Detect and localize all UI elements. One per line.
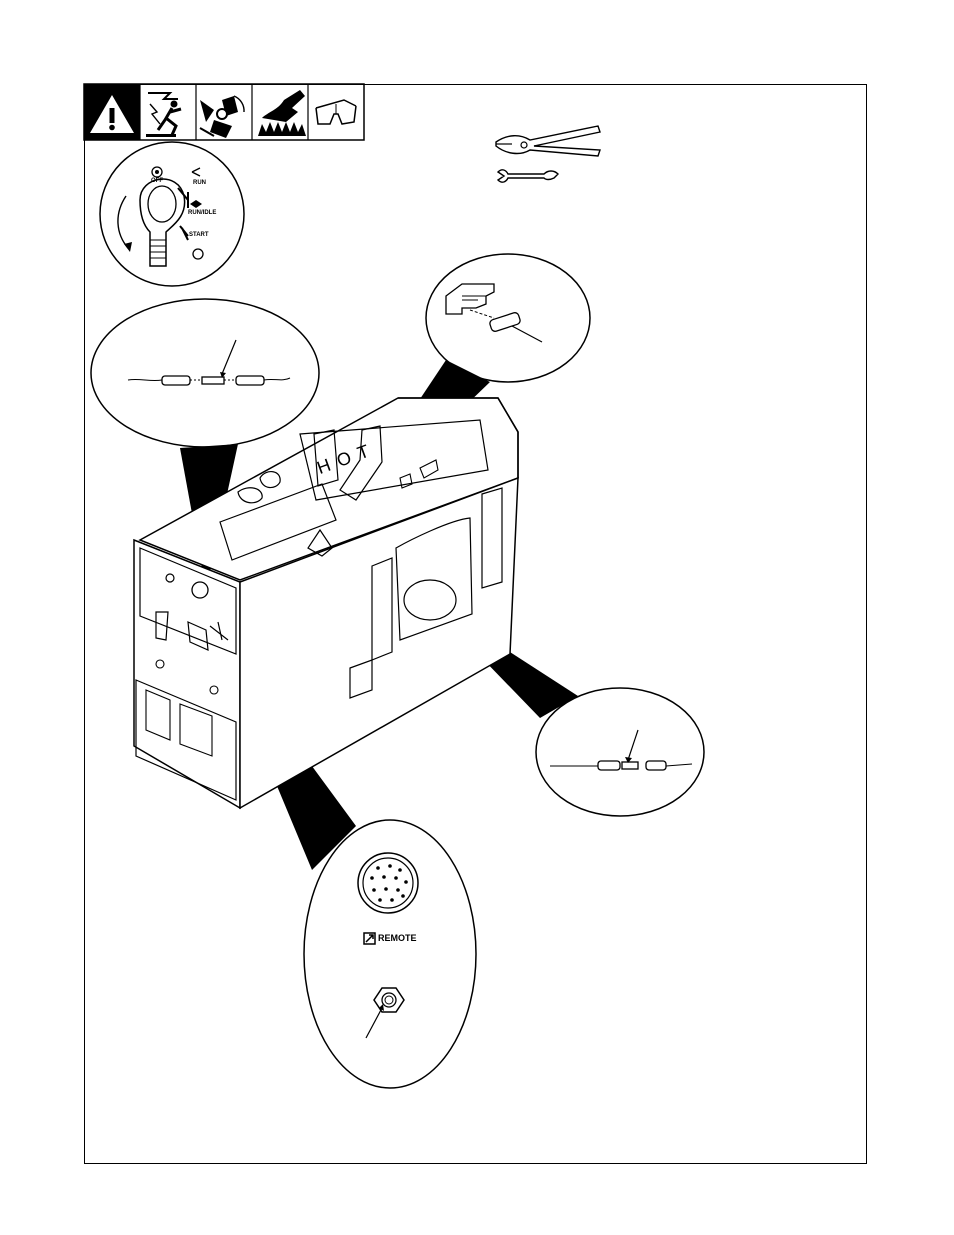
remote-label: REMOTE: [378, 933, 417, 943]
fuse-callout-left: [91, 299, 319, 447]
wrench-icon: [498, 170, 558, 182]
electric-shock-icon: [146, 93, 181, 137]
remote-callout: [304, 820, 476, 1088]
safety-symbols: [84, 84, 364, 140]
hot-surface-icon: [258, 90, 306, 136]
safety-glasses-icon: [316, 100, 356, 124]
pliers-icon: [496, 126, 600, 156]
switch-dial: [100, 142, 244, 286]
switch-off-label: OFF: [151, 178, 163, 184]
moving-parts-icon: [200, 96, 244, 138]
switch-run-label: RUN: [193, 180, 206, 186]
warning-icon: [84, 84, 140, 140]
fuse-callout-right: [536, 688, 704, 816]
switch-start-label: START: [189, 232, 209, 238]
switch-run-idle-label: RUN/IDLE: [188, 210, 216, 216]
